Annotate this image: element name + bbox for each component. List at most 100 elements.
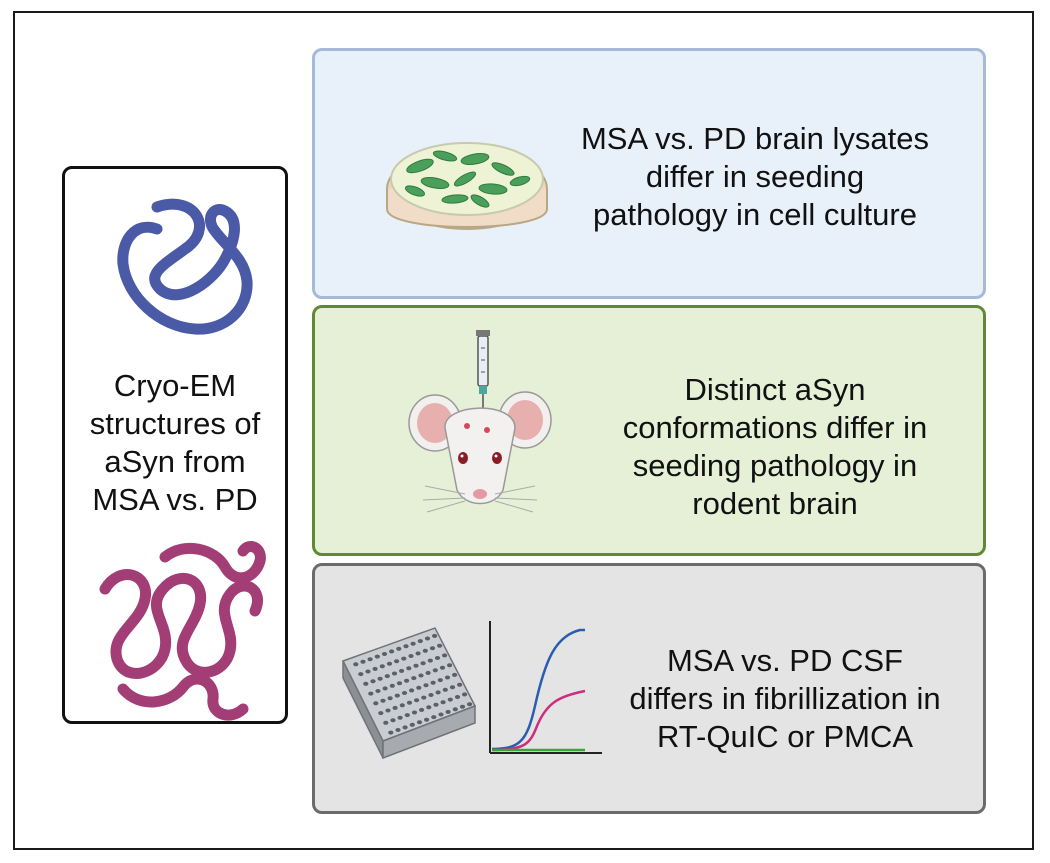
plate-well bbox=[425, 670, 431, 675]
plate-well bbox=[442, 653, 448, 658]
plate-well bbox=[379, 664, 385, 669]
plate-well bbox=[408, 654, 414, 658]
plate-well bbox=[416, 685, 422, 690]
plate-well bbox=[399, 668, 405, 673]
plate-well bbox=[439, 665, 446, 670]
plate-well bbox=[377, 676, 383, 681]
plate-well bbox=[386, 661, 393, 666]
plate-well bbox=[384, 674, 390, 679]
mouse-icon bbox=[408, 391, 552, 513]
plate-well bbox=[414, 698, 420, 703]
plate-well bbox=[378, 711, 384, 716]
plate-well bbox=[372, 666, 378, 671]
plate-well bbox=[411, 710, 418, 715]
plate-well bbox=[382, 686, 388, 691]
plate-well bbox=[434, 656, 441, 660]
plate-well bbox=[381, 652, 388, 656]
plate-well bbox=[373, 701, 379, 706]
plate-well bbox=[380, 698, 386, 703]
plate-well bbox=[432, 633, 438, 638]
cryo-em-panel: Cryo-EM structures of aSyn from MSA vs. … bbox=[62, 166, 288, 724]
plate-well bbox=[452, 672, 458, 677]
plate-well bbox=[437, 643, 443, 648]
plate-well bbox=[462, 692, 468, 697]
plate-well bbox=[421, 695, 427, 700]
plate-well bbox=[429, 646, 436, 651]
plate-well bbox=[433, 702, 439, 707]
plate-well bbox=[457, 682, 463, 687]
plate-well bbox=[375, 689, 381, 693]
plate-well bbox=[410, 641, 416, 646]
plate-well bbox=[370, 679, 376, 684]
plate-well bbox=[445, 709, 451, 714]
plate-well bbox=[363, 681, 369, 686]
plate-well bbox=[387, 696, 393, 701]
plate-well bbox=[415, 651, 421, 656]
plate-well bbox=[406, 666, 412, 671]
plate-well bbox=[394, 659, 400, 664]
cryo-em-label: Cryo-EM structures of aSyn from MSA vs. … bbox=[89, 368, 261, 517]
plate-well bbox=[442, 687, 448, 692]
plate-well bbox=[367, 657, 373, 662]
plate-well bbox=[374, 654, 380, 659]
plate-well bbox=[424, 636, 431, 641]
plate-well bbox=[437, 678, 443, 683]
plate-well bbox=[452, 707, 458, 712]
plate-well bbox=[401, 691, 408, 695]
plate-well bbox=[417, 639, 423, 644]
plate-well bbox=[365, 669, 371, 674]
plate-well bbox=[447, 663, 453, 668]
plate-well bbox=[389, 649, 395, 654]
plate-well bbox=[422, 648, 428, 653]
cell-culture-panel: MSA vs. PD brain lysates differ in seedi… bbox=[312, 48, 986, 299]
plate-well bbox=[401, 656, 407, 661]
plate-well bbox=[404, 678, 410, 683]
plate-well bbox=[395, 728, 401, 732]
plate-well bbox=[353, 662, 359, 667]
plate-well bbox=[426, 705, 432, 710]
plate-well bbox=[388, 730, 394, 735]
plate-well bbox=[385, 708, 391, 713]
plate-well bbox=[438, 712, 444, 717]
plate-well bbox=[399, 703, 405, 708]
plate-well bbox=[360, 659, 366, 664]
plate-well bbox=[454, 695, 461, 699]
plate-well bbox=[411, 676, 417, 681]
fibrillization-curve-icon bbox=[489, 621, 602, 754]
plate-well bbox=[397, 715, 403, 720]
plate-well bbox=[396, 646, 402, 651]
plate-well bbox=[402, 725, 408, 730]
cell-culture-text: MSA vs. PD brain lysates differ in seedi… bbox=[580, 121, 929, 232]
plate-well bbox=[358, 672, 364, 677]
plate-well bbox=[406, 700, 413, 705]
petri-dish-icon bbox=[386, 142, 548, 230]
rt-quic-text: MSA vs. PD CSF differs in fibrillization… bbox=[629, 643, 941, 754]
plate-well bbox=[404, 713, 410, 718]
plate-well bbox=[423, 683, 429, 688]
rodent-brain-panel: Distinct aSyn conformations differ in se… bbox=[312, 305, 986, 556]
plate-well bbox=[449, 685, 456, 690]
plate-well bbox=[392, 705, 398, 710]
plate-well bbox=[459, 704, 466, 709]
plate-well bbox=[428, 693, 434, 697]
plate-well bbox=[419, 707, 425, 712]
plate-well bbox=[391, 671, 398, 676]
plate-well bbox=[432, 668, 438, 673]
plate-well bbox=[440, 700, 446, 705]
plate-well bbox=[418, 673, 424, 678]
well-plate-icon bbox=[341, 627, 477, 760]
magenta-fibril-icon bbox=[99, 541, 266, 721]
plate-well bbox=[424, 717, 430, 722]
rodent-brain-text: Distinct aSyn conformations differ in se… bbox=[622, 372, 928, 521]
plate-well bbox=[444, 675, 451, 680]
plate-well bbox=[396, 681, 403, 686]
plate-well bbox=[420, 661, 426, 666]
rt-quic-panel: MSA vs. PD CSF differs in fibrillization… bbox=[312, 563, 986, 814]
plate-well bbox=[447, 697, 453, 702]
plate-well bbox=[435, 690, 441, 695]
plate-well bbox=[383, 720, 389, 725]
plate-well bbox=[413, 663, 419, 668]
plate-well bbox=[389, 683, 395, 688]
plate-well bbox=[403, 644, 409, 649]
blue-fibril-icon bbox=[117, 198, 253, 335]
